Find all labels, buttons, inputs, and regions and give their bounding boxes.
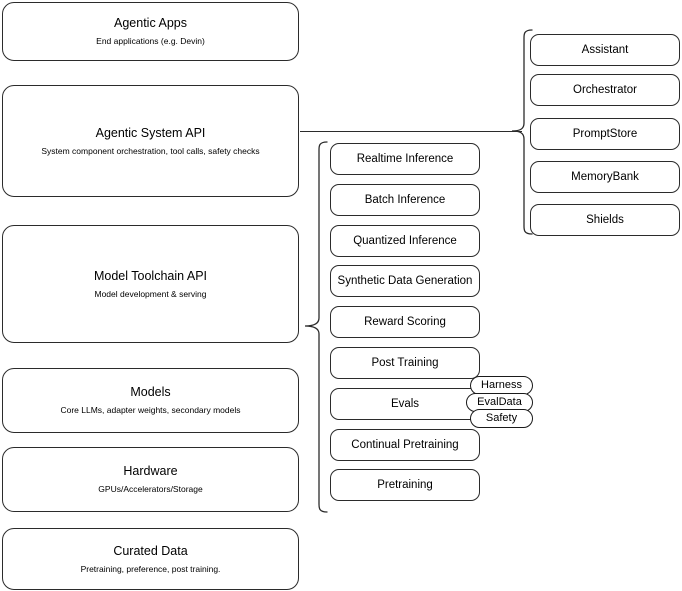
layer-subtitle: Core LLMs, adapter weights, secondary mo… <box>60 405 241 415</box>
layer-title: Model Toolchain API <box>93 268 208 283</box>
component-label: Post Training <box>371 356 439 369</box>
evals-tag-label: EvalData <box>477 396 522 408</box>
layer-box-curated-data[interactable]: Curated Data Pretraining, preference, po… <box>2 528 299 590</box>
component-reward-scoring[interactable]: Reward Scoring <box>330 306 480 338</box>
component-label: Evals <box>390 397 420 410</box>
evals-tag-label: Safety <box>485 412 518 424</box>
component-label: MemoryBank <box>571 170 639 183</box>
component-label: Orchestrator <box>573 83 637 96</box>
layer-box-hardware[interactable]: Hardware GPUs/Accelerators/Storage <box>2 447 299 512</box>
component-quantized-inference[interactable]: Quantized Inference <box>330 225 480 257</box>
component-continual-pretraining[interactable]: Continual Pretraining <box>330 429 480 461</box>
component-assistant[interactable]: Assistant <box>530 34 680 66</box>
layer-title: Agentic Apps <box>114 16 187 31</box>
component-evals[interactable]: Evals <box>330 388 480 420</box>
layer-title: Hardware <box>123 464 178 479</box>
component-label: Synthetic Data Generation <box>337 274 473 287</box>
component-synthetic-data-generation[interactable]: Synthetic Data Generation <box>330 265 480 297</box>
component-post-training[interactable]: Post Training <box>330 347 480 379</box>
layer-subtitle: System component orchestration, tool cal… <box>41 145 260 156</box>
layer-subtitle: GPUs/Accelerators/Storage <box>98 484 203 494</box>
component-label: Realtime Inference <box>356 152 454 165</box>
layer-title: Agentic System API <box>95 125 206 140</box>
layer-subtitle: Model development & serving <box>94 288 207 299</box>
component-label: Continual Pretraining <box>351 438 459 451</box>
layer-title: Curated Data <box>113 543 188 558</box>
component-realtime-inference[interactable]: Realtime Inference <box>330 143 480 175</box>
layer-box-models[interactable]: Models Core LLMs, adapter weights, secon… <box>2 368 299 433</box>
component-promptstore[interactable]: PromptStore <box>530 118 680 150</box>
connector-system-api-to-components <box>300 131 522 132</box>
component-label: Batch Inference <box>364 193 446 206</box>
component-label: Shields <box>586 213 624 226</box>
component-label: Quantized Inference <box>353 234 457 247</box>
layer-box-model-toolchain-api[interactable]: Model Toolchain API Model development & … <box>2 225 299 343</box>
component-batch-inference[interactable]: Batch Inference <box>330 184 480 216</box>
component-label: Pretraining <box>377 478 433 491</box>
layer-title: Models <box>130 385 171 400</box>
evals-tag-label: Harness <box>481 379 522 391</box>
layer-box-agentic-apps[interactable]: Agentic Apps End applications (e.g. Devi… <box>2 2 299 61</box>
layer-subtitle: End applications (e.g. Devin) <box>96 36 205 46</box>
layer-box-agentic-system-api[interactable]: Agentic System API System component orch… <box>2 85 299 197</box>
evals-tag-safety[interactable]: Safety <box>470 409 533 428</box>
component-orchestrator[interactable]: Orchestrator <box>530 74 680 106</box>
component-memorybank[interactable]: MemoryBank <box>530 161 680 193</box>
component-shields[interactable]: Shields <box>530 204 680 236</box>
component-pretraining[interactable]: Pretraining <box>330 469 480 501</box>
component-label: Reward Scoring <box>364 315 446 328</box>
component-label: Assistant <box>581 43 629 56</box>
component-label: PromptStore <box>572 127 638 140</box>
brace-toolchain-components <box>303 140 329 516</box>
layer-subtitle: Pretraining, preference, post training. <box>80 563 221 574</box>
